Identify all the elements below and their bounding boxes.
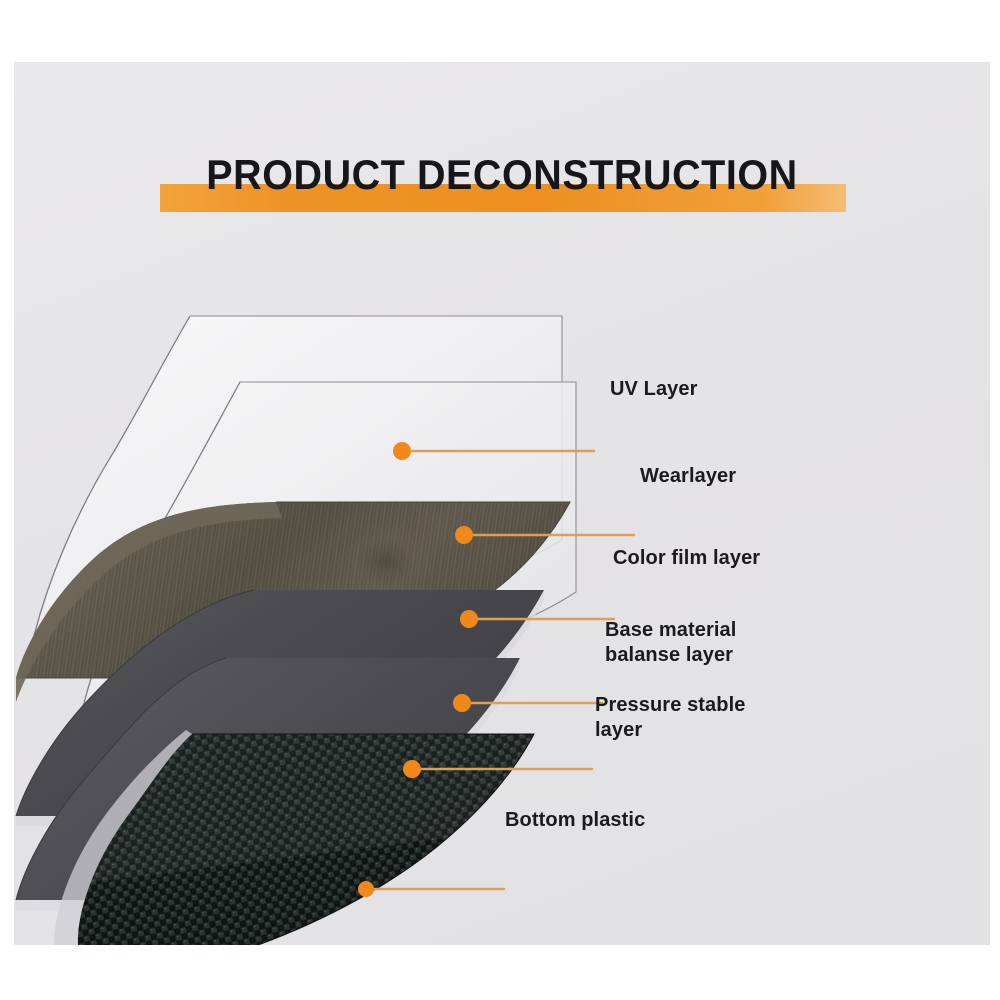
layer-stack-diagram: UV Layer Wearlayer Color film layer Base… (14, 62, 990, 945)
diagram-canvas: PRODUCT DECONSTRUCTION (14, 62, 990, 945)
layer-label-pressure-stable-layer: Pressure stable layer (595, 694, 746, 741)
title-block: PRODUCT DECONSTRUCTION (14, 150, 990, 220)
layer-label-bottom-plastic: Bottom plastic (505, 809, 646, 831)
marker-dot-base-material-balanse-layer (453, 694, 471, 712)
marker-dot-uv-layer (393, 442, 411, 460)
leader-lines (364, 449, 636, 891)
marker-dot-color-film-layer (460, 610, 478, 628)
marker-dot-pressure-stable-layer (403, 760, 421, 778)
title-highlight-bar (160, 184, 846, 212)
layer-label-color-film-layer: Color film layer (613, 547, 761, 569)
marker-dot-bottom-plastic (358, 881, 374, 897)
marker-dot-wearlayer (455, 526, 473, 544)
layer-label-uv-layer: UV Layer (610, 378, 698, 400)
layer-label-base-material-balanse-layer: Base material balanse layer (605, 619, 737, 666)
layer-label-wearlayer: Wearlayer (640, 465, 737, 487)
page-title: PRODUCT DECONSTRUCTION (206, 151, 798, 198)
leader-markers (358, 442, 478, 897)
